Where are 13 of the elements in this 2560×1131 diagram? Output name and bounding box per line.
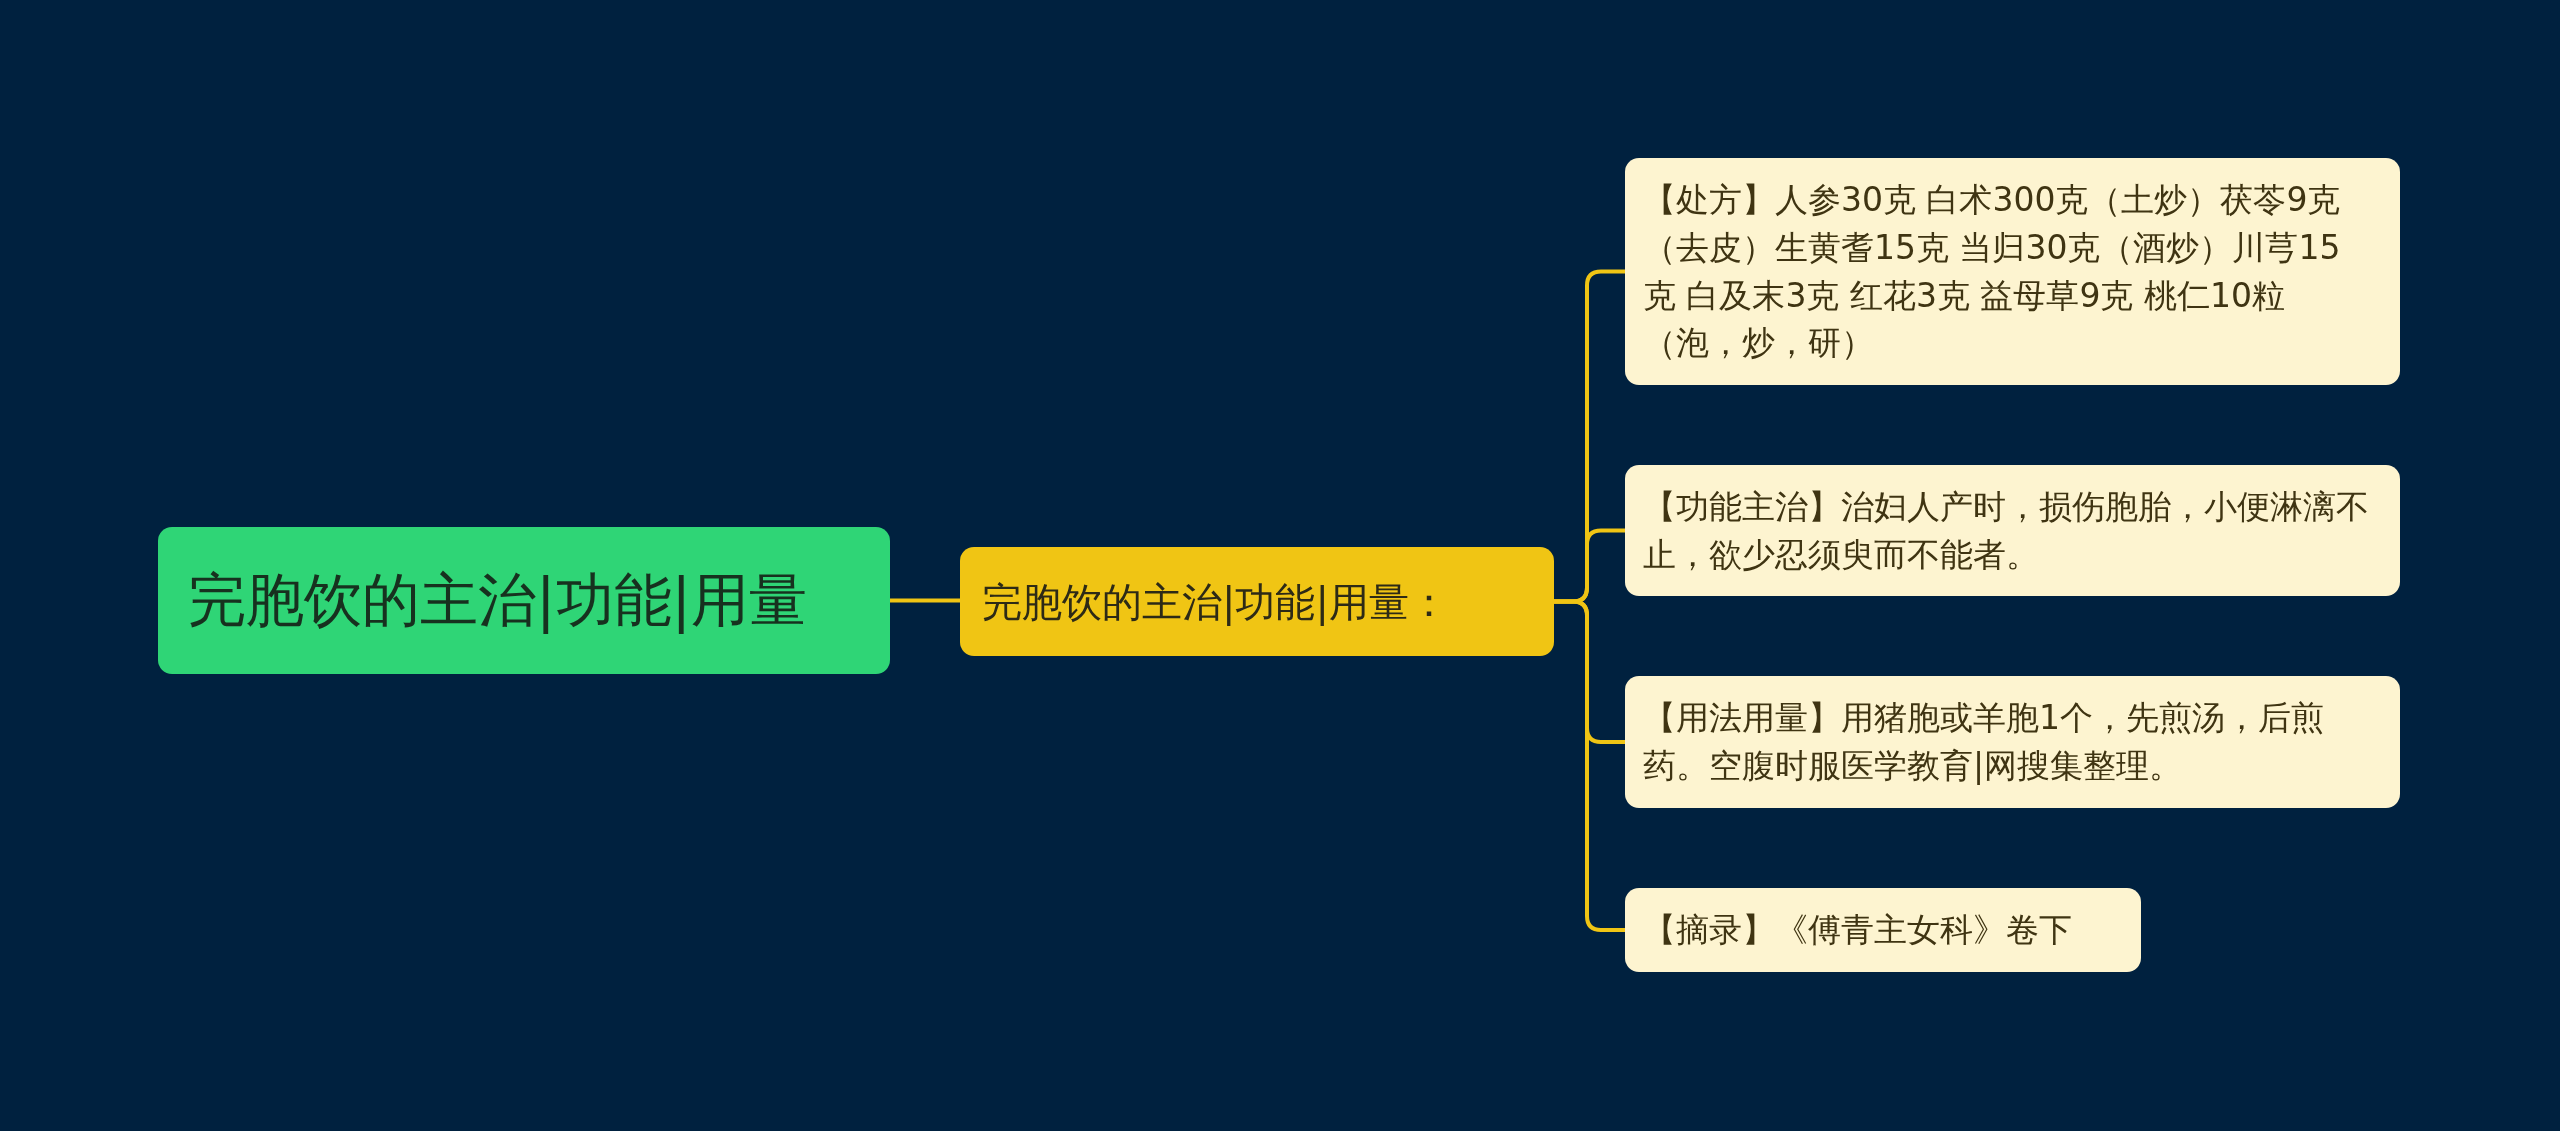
node-text: 【用法用量】用猪胞或羊胞1个，先煎汤，后煎药。空腹时服医学教育|网搜集整理。 [1643, 697, 2325, 787]
connector-line [890, 598, 960, 603]
node-text: 完胞饮的主治|功能|用量 [188, 565, 808, 637]
subtopic-box [960, 547, 1554, 656]
node-text: 【功能主治】治妇人产时，损伤胞胎，小便淋漓不止，欲少忍须臾而不能者。 [1643, 485, 2370, 576]
detail-box [1625, 158, 2400, 385]
node-text: 【摘录】《傅青主女科》卷下 [1643, 909, 2072, 952]
root-topic-box [158, 527, 890, 674]
node-text: 【处方】人参30克 白术300克（土炒）茯苓9克（去皮）生黄耆15克 当归30克（酒炒）川芎15克 白及末3克 红花3克 益母草9克 桃仁10粒（泡，炒，研） [1643, 178, 2342, 365]
node-text: 完胞饮的主治|功能|用量： [982, 577, 1449, 628]
detail-box [1625, 888, 2141, 972]
detail-box [1625, 465, 2400, 596]
detail-box [1625, 676, 2400, 808]
